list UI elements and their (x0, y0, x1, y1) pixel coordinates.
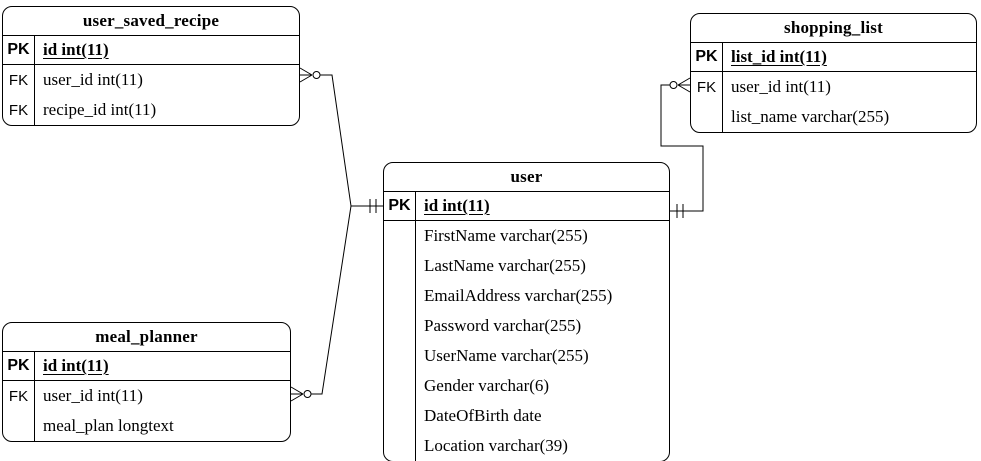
table-row: FK user_id int(11) (691, 72, 976, 102)
key-label: PK (384, 192, 416, 220)
key-label (384, 371, 416, 401)
table-title: user_saved_recipe (3, 7, 299, 36)
field-text: Location varchar(39) (424, 436, 568, 455)
key-label (384, 341, 416, 371)
field-text: FirstName varchar(255) (424, 226, 588, 245)
edge-line (320, 74, 383, 207)
key-label: FK (3, 95, 35, 125)
zero-cardinality-circle-icon (303, 390, 312, 398)
table-row: FK recipe_id int(11) (3, 95, 299, 125)
table-row: Gender varchar(6) (384, 371, 669, 401)
field-text: Password varchar(255) (424, 316, 582, 335)
key-label (384, 221, 416, 251)
table-row: FK user_id int(11) (3, 65, 299, 95)
many-crows-foot-icon (299, 67, 313, 83)
field-text: UserName varchar(255) (424, 346, 589, 365)
many-crows-foot-icon (290, 386, 304, 402)
edge-line (311, 205, 352, 395)
key-label (384, 401, 416, 431)
table-shopping_list: shopping_list PK list_id int(11) FK user… (690, 13, 977, 133)
table-row-pk: PK id int(11) (3, 36, 299, 65)
field-text: EmailAddress varchar(255) (424, 286, 613, 305)
table-row-pk: PK id int(11) (384, 192, 669, 221)
table-title: shopping_list (691, 14, 976, 43)
zero-cardinality-circle-icon (669, 81, 678, 89)
field-text: list_name varchar(255) (731, 107, 890, 126)
field-text: id int(11) (43, 40, 109, 59)
table-title: user (384, 163, 669, 192)
table-row: Password varchar(255) (384, 311, 669, 341)
table-user_saved_recipe: user_saved_recipe PK id int(11) FK user_… (2, 6, 300, 126)
field-text: recipe_id int(11) (43, 100, 157, 119)
key-label: FK (3, 381, 35, 411)
field-text: LastName varchar(255) (424, 256, 586, 275)
table-meal_planner: meal_planner PK id int(11) FK user_id in… (2, 322, 291, 442)
table-row-pk: PK id int(11) (3, 352, 290, 381)
field-text: Gender varchar(6) (424, 376, 550, 395)
relationship-user_saved_recipe-user (299, 67, 383, 213)
table-row: meal_plan longtext (3, 411, 290, 441)
key-label (691, 102, 723, 132)
relationship-meal_planner-user (290, 205, 352, 402)
table-row: UserName varchar(255) (384, 341, 669, 371)
many-crows-foot-icon (677, 77, 691, 93)
one-mandatory-ticks-icon (369, 199, 377, 213)
one-mandatory-ticks-icon (676, 204, 684, 218)
field-text: user_id int(11) (43, 386, 143, 405)
field-text: meal_plan longtext (43, 416, 174, 435)
table-row: Location varchar(39) (384, 431, 669, 461)
field-text: user_id int(11) (43, 70, 143, 89)
field-text: list_id int(11) (731, 47, 827, 66)
table-user: user PK id int(11) FirstName varchar(255… (383, 162, 670, 461)
key-label (384, 281, 416, 311)
key-label: PK (3, 36, 35, 64)
table-title: meal_planner (3, 323, 290, 352)
table-row: EmailAddress varchar(255) (384, 281, 669, 311)
key-label: PK (691, 43, 723, 71)
field-text: user_id int(11) (731, 77, 831, 96)
field-text: DateOfBirth date (424, 406, 542, 425)
field-text: id int(11) (424, 196, 490, 215)
table-row: LastName varchar(255) (384, 251, 669, 281)
key-label: FK (691, 72, 723, 102)
key-label (384, 311, 416, 341)
table-row: DateOfBirth date (384, 401, 669, 431)
table-row: FirstName varchar(255) (384, 221, 669, 251)
key-label (384, 431, 416, 461)
key-label: FK (3, 65, 35, 95)
key-label: PK (3, 352, 35, 380)
zero-cardinality-circle-icon (312, 71, 321, 79)
field-text: id int(11) (43, 356, 109, 375)
table-row-pk: PK list_id int(11) (691, 43, 976, 72)
table-row: FK user_id int(11) (3, 381, 290, 411)
key-label (384, 251, 416, 281)
table-row: list_name varchar(255) (691, 102, 976, 132)
key-label (3, 411, 35, 441)
